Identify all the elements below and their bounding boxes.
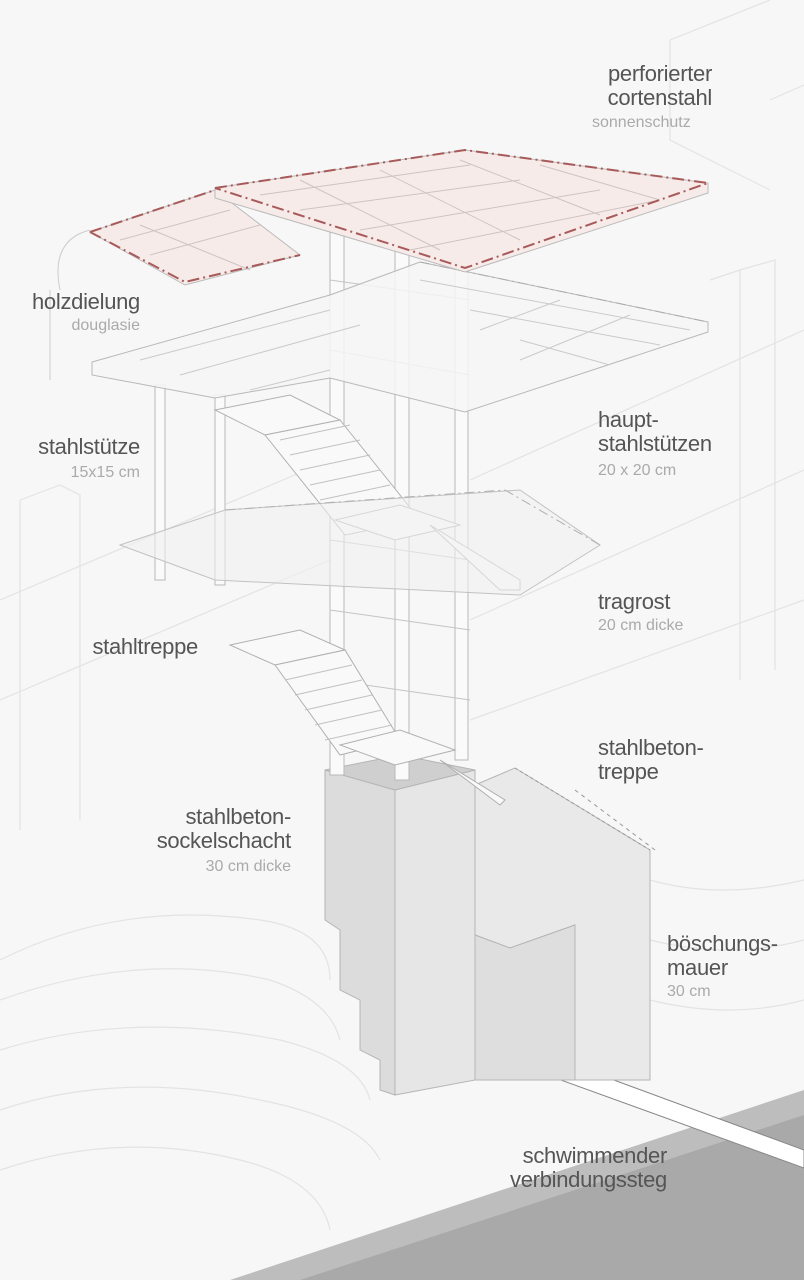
steel-stairs [213, 394, 521, 806]
label-title: treppe [598, 759, 659, 784]
label-title: schwimmender [522, 1143, 668, 1168]
label-title: perforierter [608, 61, 712, 86]
water-band [300, 1115, 804, 1280]
label-holzdielung: holzdielung [31, 289, 140, 314]
label-title: stahlstützen [598, 431, 712, 456]
label-sub: sonnenschutz [592, 114, 691, 131]
label-title: haupt- [598, 407, 659, 432]
label-sub: 30 cm dicke [205, 858, 291, 875]
label-tragrost: tragrost 20 cm dicke [598, 590, 683, 635]
label-boeschungsmauer: böschungs- mauer 30 cm [667, 932, 778, 1001]
tragrost-plate [118, 489, 601, 596]
concrete-plinth [324, 754, 651, 1096]
label-steg: schwimmender verbindungssteg [510, 1144, 667, 1192]
holzdielung-floor [91, 261, 709, 413]
label-sonnenschutz: perforierter cortenstahl [607, 61, 713, 110]
label-sub: douglasie [71, 317, 141, 334]
label-title: stahlbeton- [185, 804, 291, 829]
label-title: böschungs- [667, 931, 778, 956]
label-title: stahlbeton- [598, 735, 704, 760]
label-sub: 20 x 20 cm [598, 462, 677, 479]
label-hauptstahlstuetzen: haupt- stahlstützen 20 x 20 cm [598, 408, 712, 480]
label-title: mauer [667, 955, 728, 980]
label-title: cortenstahl [607, 85, 713, 110]
label-stahltreppe: stahltreppe [92, 634, 198, 659]
label-sub: 30 cm [667, 983, 711, 1000]
stair-treads [279, 424, 656, 851]
label-sockelschacht: stahlbeton- sockelschacht 30 cm dicke [156, 804, 292, 876]
label-sub: 15x15 cm [70, 464, 140, 481]
cortenstahl-roof [49, 148, 709, 380]
label-stahlstuetze: stahlstütze [38, 434, 140, 459]
label-title: tragrost [598, 589, 671, 614]
label-title: sockelschacht [156, 828, 292, 853]
label-title: verbindungssteg [510, 1167, 667, 1192]
label-sub: 20 cm dicke [598, 617, 684, 634]
label-stahlbetontreppe: stahlbeton- treppe [598, 736, 704, 784]
